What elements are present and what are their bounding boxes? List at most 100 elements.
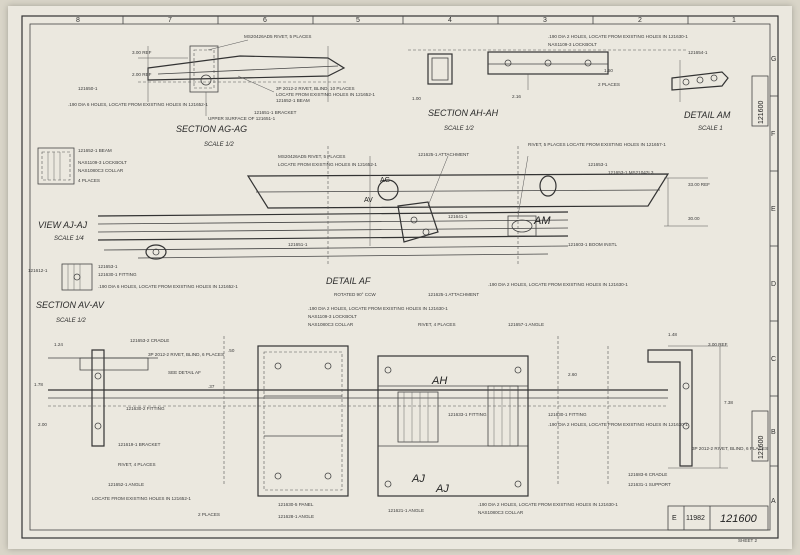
note-190-dia-holes: .190 DIA 6 HOLES, LOCATE FROM EXISTING H… — [68, 102, 208, 107]
section-ah-title: SECTION AH-AH — [428, 108, 499, 118]
zone-label-side-c: C — [771, 356, 776, 363]
note-121653-aj: 121653-1 — [588, 162, 608, 167]
note-121630-1-fitting: 121630-1 FITTING — [548, 412, 587, 417]
note-rivet-locate-aj: RIVET, 5 PLACES LOCATE FROM EXISTING HOL… — [528, 142, 666, 147]
note-locate-existing-bottom: LOCATE FROM EXISTING HOLES IN 121652-1 — [92, 496, 191, 501]
detail-af-subtitle: ROTATED 90° CCW — [334, 292, 376, 297]
note-locate-existing-aj: LOCATE FROM EXISTING HOLES IN 121652-1 — [278, 162, 377, 167]
note-bracket-121651: 121651-1 BRACKET — [254, 110, 297, 115]
zone-label-side-d: D — [771, 281, 776, 288]
callout-av: AV — [364, 197, 373, 204]
note-121619-bracket: 121619-1 BRACKET — [118, 442, 161, 447]
note-lockbolt-bottom: NAS1109-3 LOCKBOLT — [308, 314, 357, 319]
side-drawing-number-top: 121600 — [751, 75, 769, 127]
note-121630-5-panel: 121630-5 PANEL — [278, 502, 314, 507]
zone-label-top-7: 7 — [168, 17, 172, 24]
view-aj-labels: VIEW AJ-AJ SCALE 1/4 MS20426AD5 RIVET, 5… — [38, 142, 710, 247]
note-rivet-blind-right: 3P 2012-2 RIVET, BLIND, 6 PLACES — [692, 446, 768, 451]
side-drawing-number-bottom: 121600 — [751, 410, 769, 462]
note-121612-av: 121612-1 — [28, 268, 48, 273]
dim-1-78: 1.78 — [34, 382, 43, 387]
title-block: E 11982 121600 SHEET 2 — [667, 505, 769, 543]
note-121653-av: 121653-1 — [98, 264, 118, 269]
drawing-number: 121600 — [720, 513, 758, 525]
note-121654-detail: 121654-1 — [688, 50, 708, 55]
zone-label-top-3: 3 — [543, 17, 547, 24]
dim-1-24: 1.24 — [54, 342, 63, 347]
note-121631-support: 121631-1 SUPPORT — [628, 482, 671, 487]
section-av-scale: SCALE 1/2 — [56, 318, 86, 324]
note-boom-instl: 121603-1 BOOM INSTL — [568, 242, 617, 247]
note-lockbolt-left: NAS1109-3 LOCKBOLT — [78, 160, 127, 165]
dim-1-48: 1.48 — [668, 332, 677, 337]
note-121628-angle: 121628-1 ANGLE — [278, 514, 314, 519]
note-190-holes-af: .190 DIA 2 HOLES, LOCATE FROM EXISTING H… — [488, 282, 628, 287]
note-121657-angle: 121657-1 ANGLE — [508, 322, 544, 327]
callout-aj-right: AJ — [435, 483, 449, 495]
note-ms21042: 121653-1 MS21042L3 — [608, 170, 654, 175]
note-121653-cradle: 121653-2 CRADLE — [130, 338, 169, 343]
dim-37: .37 — [208, 384, 215, 389]
section-av-view: 121612-1 121653-1 121630-1 FITTING .190 … — [28, 263, 238, 324]
zone-label-side-a: A — [771, 498, 776, 505]
callout-ag: AG — [380, 177, 390, 184]
engineering-drawing: 8 7 6 5 4 3 2 1 G F E D C B A 121600 121… — [21, 15, 779, 543]
dim-2-60: 2.60 — [568, 372, 577, 377]
note-121633-fitting: 121633-1 FITTING — [448, 412, 487, 417]
note-190-dia-lower: .190 DIA 2 HOLES, LOCATE FROM EXISTING H… — [478, 502, 618, 507]
section-ag-scale: SCALE 1/2 — [204, 142, 234, 148]
title-block-code-id: 11982 — [686, 515, 705, 522]
dim-2-16: 2.16 — [512, 94, 521, 99]
title-block-size: E — [672, 515, 677, 522]
note-attachment-aj: 121625-1 ATTACHMENT — [418, 152, 469, 157]
note-4-places-left: 4 PLACES — [78, 178, 100, 183]
detail-am-view: 121654-1 DETAIL AM SCALE 1 — [671, 50, 731, 132]
dim-3-00-ref: 3.00 REF — [132, 50, 152, 55]
callout-aj-left: AJ — [411, 473, 425, 485]
note-attachment-af: 121625-1 ATTACHMENT — [428, 292, 479, 297]
note-121652-angle: 121652-1 ANGLE — [108, 482, 144, 487]
detail-am-title: DETAIL AM — [684, 110, 731, 120]
section-ah-view: .190 DIA 2 HOLES, LOCATE FROM EXISTING H… — [408, 34, 688, 132]
view-aj-title: VIEW AJ-AJ — [38, 220, 88, 230]
side-zone-ruler: G F E D C B A — [770, 56, 778, 505]
left-bracket-detail: 121652-1 BEAM NAS1109-3 LOCKBOLT NAS1080… — [37, 147, 127, 185]
note-locate-existing: LOCATE FROM EXISTING HOLES IN 121652-1 — [276, 92, 375, 97]
zone-label-top-4: 4 — [448, 17, 452, 24]
dim-2-00-ref: 2.00 REF — [132, 72, 152, 77]
note-lockbolt-ah: NAS1109-3 LOCKBOLT — [548, 42, 597, 47]
dim-50: .50 — [228, 348, 235, 353]
drawing-sheet: 8 7 6 5 4 3 2 1 G F E D C B A 121600 121… — [8, 6, 792, 549]
note-190-holes-bottom: .190 DIA 2 HOLES, LOCATE FROM EXISTING H… — [308, 306, 448, 311]
note-121652-left: 121652-1 BEAM — [78, 148, 112, 153]
note-190-holes-av: .190 DIA 6 HOLES, LOCATE FROM EXISTING H… — [98, 284, 238, 289]
zone-label-side-f: F — [771, 131, 775, 138]
note-190-dia-locate-ah: .190 DIA 2 HOLES, LOCATE FROM EXISTING H… — [548, 34, 688, 39]
note-rivet-5-places-aj: MS20426AD5 RIVET, 5 PLACES — [278, 154, 345, 159]
note-collar-lower: NAS1080C3 COLLAR — [478, 510, 524, 515]
dim-1-00: 1.00 — [412, 96, 421, 101]
note-121641: 121641-1 — [448, 214, 468, 219]
note-collar-bottom: NAS1080C3 COLLAR — [308, 322, 354, 327]
callout-ah: AH — [431, 375, 447, 387]
note-see-detail-af: SEE DETAIL AF — [168, 370, 201, 375]
section-ag-view: 3.00 REF 2.00 REF MS20426AD5 RIVET, 5 PL… — [68, 34, 375, 148]
note-121650: 121650-1 — [78, 86, 98, 91]
note-rivet-4-places-mid: RIVET, 4 PLACES — [418, 322, 456, 327]
detail-am-scale: SCALE 1 — [698, 126, 723, 132]
zone-label-side-g: G — [771, 56, 776, 63]
note-2-places-ah: 2 PLACES — [598, 82, 620, 87]
svg-text:121600: 121600 — [758, 101, 765, 124]
zone-label-top-5: 5 — [356, 17, 360, 24]
zone-label-top-8: 8 — [76, 17, 80, 24]
zone-label-top-2: 2 — [638, 17, 642, 24]
note-rivet-4-places: RIVET, 4 PLACES — [118, 462, 156, 467]
note-121630-av: 121630-1 FITTING — [98, 272, 137, 277]
note-2-places-bottom: 2 PLACES — [198, 512, 220, 517]
dim-2-00: 2.00 — [38, 422, 47, 427]
note-121630-2-fitting: 121630-2 FITTING — [126, 406, 165, 411]
dim-33-00-ref: 33.00 REF — [688, 182, 710, 187]
top-zone-ruler: 8 7 6 5 4 3 2 1 — [76, 16, 736, 24]
note-rivet-blind-6: 3P 2012-2 RIVET, BLIND, 6 PLACES — [148, 352, 224, 357]
svg-text:121600: 121600 — [758, 436, 765, 459]
